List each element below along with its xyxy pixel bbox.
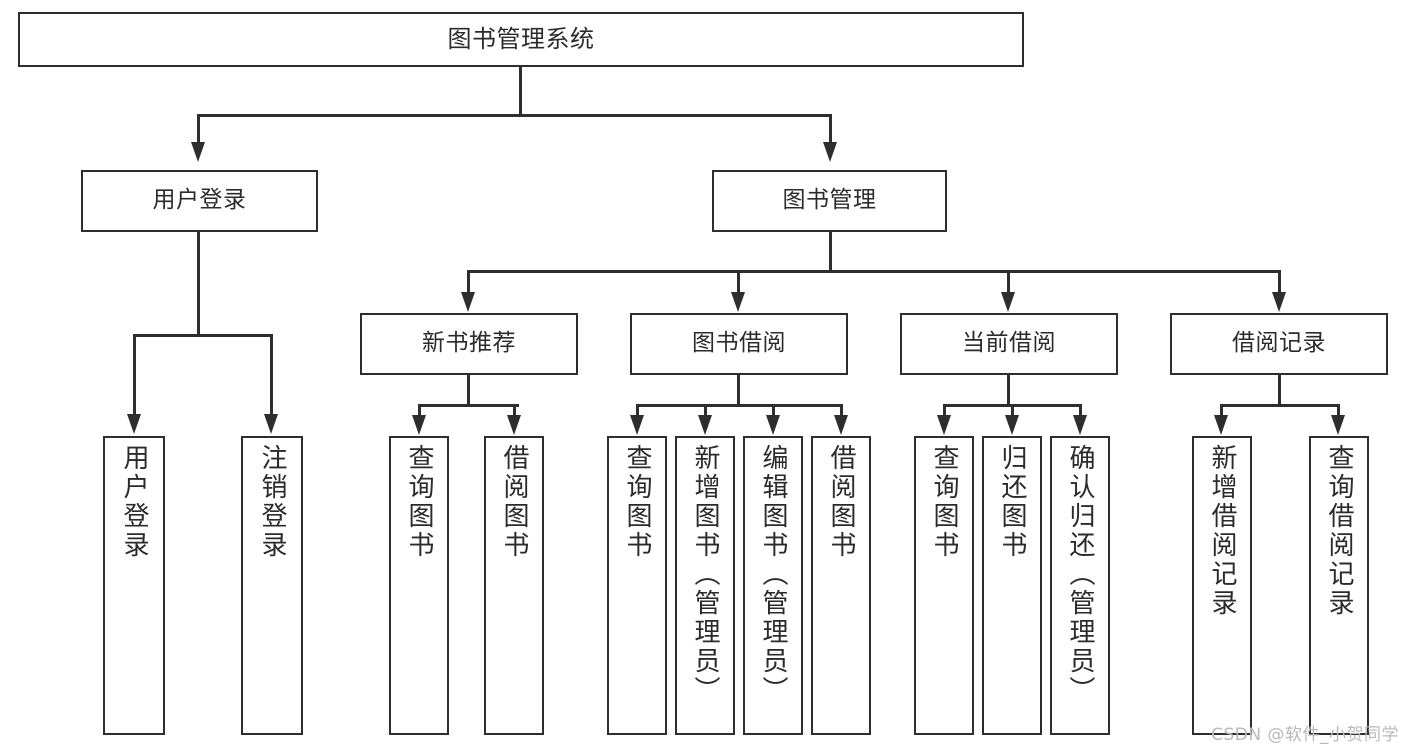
connector-drop-bb4 — [840, 404, 843, 418]
connector-drop-leaf-u1 — [133, 334, 136, 416]
connector-stem-book-borrow — [737, 375, 740, 405]
connector-drop-cb2 — [1011, 404, 1014, 418]
leaf-book-borrow-query[interactable]: 查询图书 — [607, 436, 667, 735]
leaf-user-login-login[interactable]: 用户登录 — [103, 436, 165, 735]
connector-drop-new-book — [467, 270, 470, 294]
node-book-management[interactable]: 图书管理 — [712, 170, 947, 232]
connector-stem-user-login — [197, 232, 200, 335]
connector-drop-bb3 — [772, 404, 775, 418]
arrowhead-br2 — [1331, 415, 1345, 435]
arrowhead-leaf-u2 — [264, 414, 278, 434]
arrowhead-cb1 — [937, 415, 951, 435]
connector-stem-new-book — [467, 375, 470, 405]
connector-drop-bb2 — [704, 404, 707, 418]
connector-bus-level3 — [467, 270, 1281, 273]
arrowhead-user-login — [191, 142, 205, 162]
arrowhead-leaf-u1 — [127, 414, 141, 434]
connector-drop-user-login — [197, 114, 200, 144]
connector-drop-nb2 — [513, 404, 516, 418]
connector-stem-book-mgmt — [829, 232, 832, 271]
arrowhead-nb2 — [507, 415, 521, 435]
connector-bus-user-login — [133, 334, 272, 337]
arrowhead-bb2 — [698, 415, 712, 435]
node-label: 查询图书 — [404, 444, 434, 560]
node-label: 注销登录 — [257, 444, 287, 560]
connector-drop-cb1 — [943, 404, 946, 418]
arrowhead-br1 — [1214, 415, 1228, 435]
node-label: 查询借阅记录 — [1324, 444, 1354, 618]
node-label: 新增图书（管理员） — [690, 444, 720, 705]
arrowhead-cb2 — [1005, 415, 1019, 435]
node-label: 当前借阅 — [962, 330, 1056, 357]
leaf-borrow-record-query[interactable]: 查询借阅记录 — [1309, 436, 1369, 735]
connector-drop-cb3 — [1079, 404, 1082, 418]
node-label: 查询图书 — [622, 444, 652, 560]
connector-bus-new-book — [418, 404, 519, 407]
node-label: 借阅图书 — [826, 444, 856, 560]
connector-drop-br2 — [1337, 404, 1340, 418]
arrowhead-bb3 — [766, 415, 780, 435]
connector-root-stem — [519, 67, 522, 115]
arrowhead-book-mgmt — [823, 142, 837, 162]
node-root-system[interactable]: 图书管理系统 — [18, 12, 1024, 67]
arrowhead-new-book — [461, 292, 475, 312]
node-label: 用户登录 — [119, 444, 149, 560]
connector-stem-current-borrow — [1007, 375, 1010, 405]
connector-stem-borrow-record — [1278, 375, 1281, 405]
leaf-new-book-query[interactable]: 查询图书 — [389, 436, 449, 735]
leaf-book-borrow-edit[interactable]: 编辑图书（管理员） — [743, 436, 803, 735]
node-label: 用户登录 — [152, 187, 247, 214]
connector-bus-borrow-record — [1220, 404, 1340, 407]
node-label: 查询图书 — [929, 444, 959, 560]
connector-drop-nb1 — [418, 404, 421, 418]
connector-drop-bb1 — [636, 404, 639, 418]
node-current-borrow[interactable]: 当前借阅 — [900, 313, 1118, 375]
leaf-current-borrow-confirm[interactable]: 确认归还（管理员） — [1050, 436, 1110, 735]
connector-drop-book-mgmt — [829, 114, 832, 144]
connector-bus-level1 — [197, 114, 832, 117]
leaf-user-login-logout[interactable]: 注销登录 — [241, 436, 303, 735]
node-label: 图书管理 — [782, 187, 877, 214]
node-label: 归还图书 — [997, 444, 1027, 560]
leaf-new-book-borrow[interactable]: 借阅图书 — [484, 436, 544, 735]
connector-bus-book-borrow — [636, 404, 842, 407]
node-label: 借阅记录 — [1232, 330, 1326, 357]
node-label: 新增借阅记录 — [1207, 444, 1237, 618]
node-book-borrow[interactable]: 图书借阅 — [630, 313, 848, 375]
node-label: 借阅图书 — [499, 444, 529, 560]
node-label: 图书借阅 — [692, 330, 786, 357]
node-new-book-recommend[interactable]: 新书推荐 — [360, 313, 578, 375]
connector-drop-br1 — [1220, 404, 1223, 418]
arrowhead-bb4 — [834, 415, 848, 435]
node-label: 编辑图书（管理员） — [758, 444, 788, 705]
connector-drop-current-borrow — [1007, 270, 1010, 294]
arrowhead-current-borrow — [1001, 292, 1015, 312]
arrowhead-bb1 — [630, 415, 644, 435]
leaf-book-borrow-lend[interactable]: 借阅图书 — [811, 436, 871, 735]
node-label: 图书管理系统 — [447, 25, 595, 54]
connector-drop-borrow-record — [1278, 270, 1281, 294]
arrowhead-nb1 — [412, 415, 426, 435]
leaf-book-borrow-add[interactable]: 新增图书（管理员） — [675, 436, 735, 735]
node-label: 新书推荐 — [422, 330, 516, 357]
leaf-borrow-record-add[interactable]: 新增借阅记录 — [1192, 436, 1252, 735]
leaf-current-borrow-query[interactable]: 查询图书 — [914, 436, 974, 735]
arrowhead-book-borrow — [731, 292, 745, 312]
connector-drop-leaf-u2 — [270, 334, 273, 416]
node-label: 确认归还（管理员） — [1065, 444, 1095, 705]
arrowhead-borrow-record — [1272, 292, 1286, 312]
leaf-current-borrow-return[interactable]: 归还图书 — [982, 436, 1042, 735]
node-user-login[interactable]: 用户登录 — [81, 170, 318, 232]
arrowhead-cb3 — [1073, 415, 1087, 435]
connector-drop-book-borrow — [737, 270, 740, 294]
node-borrow-record[interactable]: 借阅记录 — [1170, 313, 1388, 375]
